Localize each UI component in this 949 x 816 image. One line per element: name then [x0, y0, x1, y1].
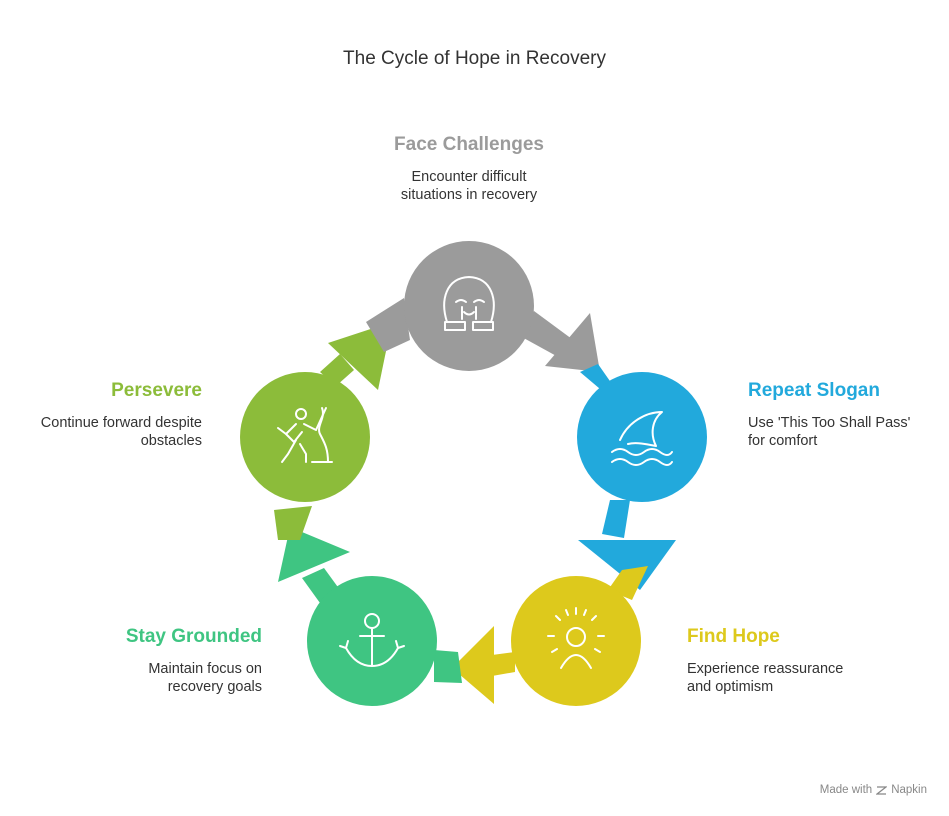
arrow-face-to-slogan	[520, 311, 612, 394]
stage-label-grounded: Stay Grounded	[125, 626, 262, 647]
stage-label-slogan: Repeat Slogan	[748, 380, 880, 401]
made-with-napkin[interactable]: Made with Napkin	[820, 784, 927, 796]
napkin-brand-text: Napkin	[891, 784, 927, 796]
stage-label-face: Face Challenges	[394, 134, 544, 155]
anchor-icon	[339, 613, 405, 667]
stage-description-grounded: Maintain focus on recovery goals	[148, 661, 262, 695]
stage-description-slogan: Use 'This Too Shall Pass' for comfort	[748, 415, 911, 449]
stage-circle-hope	[511, 576, 641, 706]
diagram-title: The Cycle of Hope in Recovery	[343, 48, 606, 69]
wave-icon	[611, 411, 673, 466]
stage-description-persevere: Continue forward despite obstacles	[40, 415, 202, 449]
napkin-logo-icon	[876, 785, 888, 795]
arrow-hope-to-grounded	[434, 626, 515, 704]
crying-face-icon	[443, 276, 495, 331]
stage-circle-face	[404, 241, 534, 371]
made-with-text: Made with	[819, 784, 873, 796]
stage-circle-grounded	[307, 576, 437, 706]
stage-label-hope: Find Hope	[687, 626, 780, 647]
stage-label-persevere: Persevere	[111, 380, 202, 401]
stage-description-hope: Experience reassurance and optimism	[687, 661, 844, 695]
stage-circle-persevere	[240, 372, 370, 502]
climber-icon	[277, 407, 333, 463]
radiant-person-icon	[547, 607, 605, 669]
arrow-persevere-to-face	[320, 298, 410, 390]
stage-circle-slogan	[577, 372, 707, 502]
stage-description-face: Encounter difficult situations in recove…	[400, 169, 538, 203]
